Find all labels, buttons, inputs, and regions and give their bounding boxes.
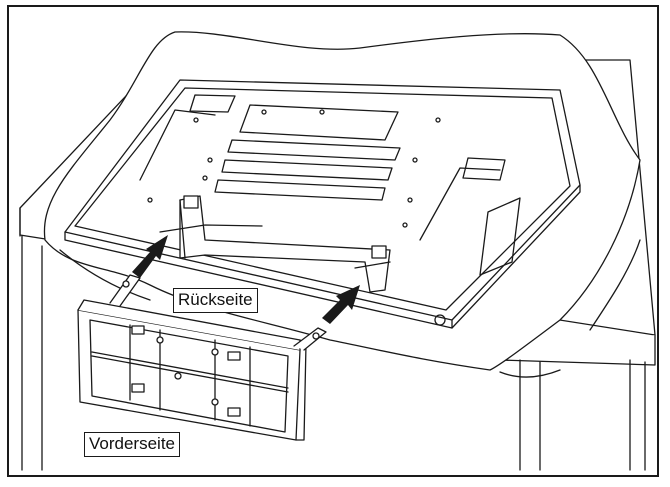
label-rear-side: Rückseite <box>173 288 258 313</box>
tv-mount-bracket <box>159 195 391 293</box>
insertion-arrows <box>132 235 360 324</box>
label-front-side: Vorderseite <box>84 432 180 457</box>
tv-stand <box>77 274 327 441</box>
arrow-right <box>322 285 360 324</box>
arrow-left <box>132 235 168 278</box>
tv-back-panel <box>64 79 581 329</box>
